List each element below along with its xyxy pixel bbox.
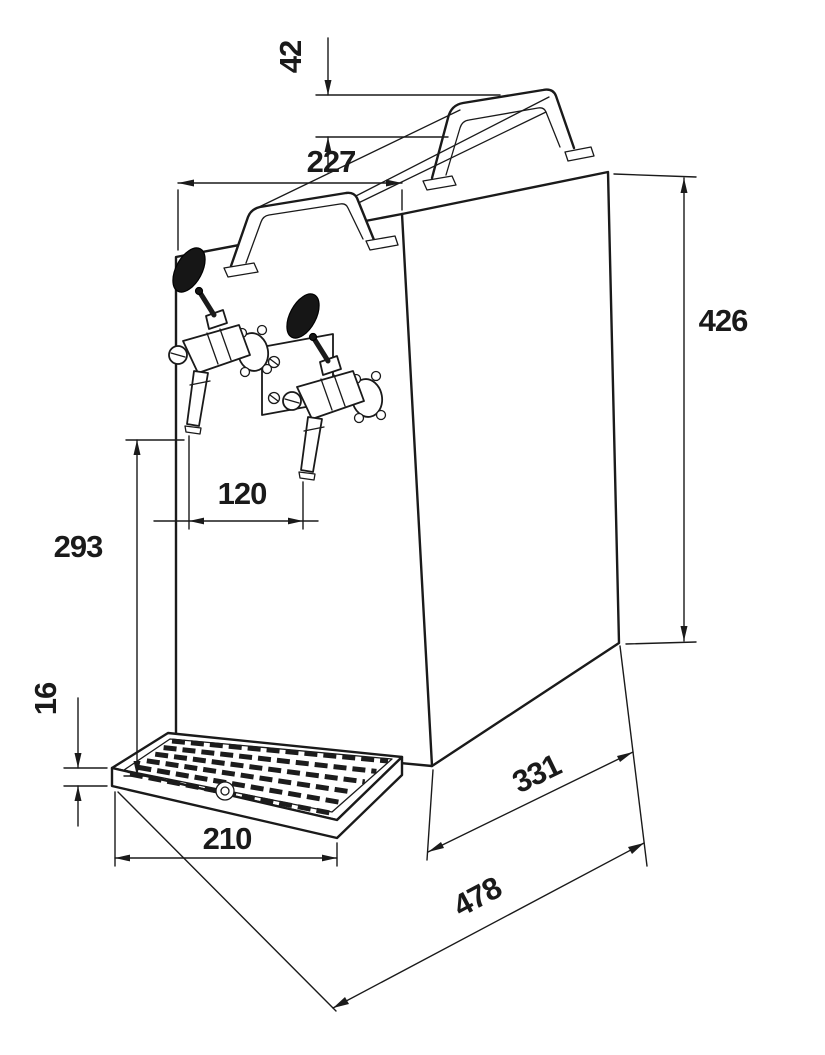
beer-tap-right — [282, 293, 387, 481]
dim-227-arrow-right — [386, 179, 402, 187]
dim-293-arrow-up — [133, 440, 141, 455]
tap-right-nose-slot — [284, 398, 300, 404]
dim-478-value: 478 — [447, 869, 507, 923]
dim-331-arrow-left — [428, 842, 444, 852]
handle-bar-right-edge — [351, 96, 550, 199]
dim-331-ext-left — [426, 769, 434, 861]
dim-331-value: 331 — [507, 747, 567, 800]
dim-handle-height: 42 — [273, 37, 501, 173]
dim-426-arrow-down — [680, 626, 688, 641]
plate-screw-top-slot — [269, 358, 279, 366]
grille-slot-row — [137, 764, 343, 806]
dim-478-arrow-left — [333, 997, 349, 1008]
dim-120-arrow-left — [189, 517, 204, 525]
dim-426-value: 426 — [699, 303, 748, 338]
grille-slot-row — [154, 751, 366, 785]
tap-right-lever — [310, 334, 331, 364]
dim-293-arrow-down — [133, 761, 141, 776]
dim-tray-thickness: 16 — [28, 682, 108, 827]
handle-bar-left-edge — [258, 109, 461, 208]
dim-total-depth: 478 — [117, 791, 645, 1012]
handle-far-arch-inner — [445, 107, 561, 176]
dim-426-arrow-up — [680, 178, 688, 193]
handle-near-arch-outer — [229, 191, 376, 268]
dim-front-width: 227 — [177, 144, 403, 251]
dim-back-ext-shared — [619, 645, 648, 867]
dim-42-arrow-down — [324, 80, 332, 95]
dim-tap-spacing: 120 — [153, 435, 319, 530]
dim-210-arrow-left — [115, 854, 130, 862]
tap-left-spout-outlet — [184, 425, 202, 435]
tap-right-collar-1 — [320, 378, 333, 411]
dim-331-line — [427, 751, 634, 853]
dim-42-arrow-up — [324, 137, 332, 152]
dim-16-value: 16 — [28, 682, 63, 715]
tap-right-grip — [286, 293, 320, 339]
dim-42-value: 42 — [273, 41, 308, 73]
dim-293-value: 293 — [54, 529, 103, 564]
tap-left-ferrule — [194, 286, 204, 296]
tap-right-nut-2 — [370, 370, 382, 382]
handle-far-foot-left — [422, 175, 457, 191]
tap-right-nut-3 — [375, 409, 387, 421]
grille-slot-row — [163, 745, 377, 774]
tap-right-collar-2 — [333, 374, 346, 407]
dim-478-arrow-right — [628, 843, 644, 854]
dim-16-arrow-down — [74, 753, 82, 768]
dim-spout-height: 293 — [54, 439, 185, 777]
dim-227-arrow-left — [178, 179, 194, 187]
tap-left-grip — [172, 247, 206, 293]
tap-left-spout-step — [189, 380, 211, 386]
handle-near-arch-inner — [245, 203, 364, 264]
tap-left-lever — [196, 288, 217, 318]
handle-far-arch-outer — [430, 88, 576, 180]
tap-left-nut-2 — [256, 324, 268, 336]
tap-left-nut-3 — [261, 363, 273, 375]
dim-331-arrow-right — [617, 752, 633, 762]
dim-478-ext-left — [117, 791, 337, 1012]
tray-rim — [123, 738, 393, 813]
dim-120-arrow-right — [288, 517, 303, 525]
tap-left-nut-4 — [239, 366, 251, 378]
dim-426-ext-bottom — [625, 641, 697, 645]
tray-front-band — [110, 755, 404, 840]
handle-near-foot-right — [365, 235, 399, 251]
dim-16-arrow-up — [74, 786, 82, 801]
tap-right-spout-step — [303, 426, 325, 432]
tap-right-nut-4 — [353, 412, 365, 424]
handle-bar-inner-edge — [347, 111, 547, 209]
dim-426-ext-top — [613, 173, 697, 178]
grille-slot-row — [171, 738, 389, 764]
carry-handle — [223, 88, 595, 278]
dim-227-value: 227 — [307, 144, 356, 179]
tap-right-ferrule — [308, 332, 318, 342]
tap-right-spout-outlet — [298, 471, 316, 481]
handle-near-foot-left — [223, 262, 259, 278]
dim-210-arrow-right — [322, 854, 337, 862]
plate-screw-bottom-slot — [269, 394, 279, 402]
dim-tray-width: 210 — [114, 791, 338, 867]
handle-far-foot-right — [564, 146, 595, 162]
tap-left-nose-slot — [170, 352, 186, 358]
dim-body-height: 426 — [613, 173, 749, 645]
dim-210-value: 210 — [203, 821, 252, 856]
dim-120-value: 120 — [218, 476, 267, 511]
tap-left-collar-1 — [206, 332, 219, 365]
body-front-right-edge — [400, 212, 434, 768]
tap-left-collar-2 — [219, 328, 232, 361]
dim-478-line — [332, 842, 645, 1009]
drip-tray — [110, 731, 404, 840]
drain-hole-inner — [220, 786, 230, 796]
beer-tap-left — [168, 247, 273, 435]
grille-slot-row — [146, 758, 354, 795]
